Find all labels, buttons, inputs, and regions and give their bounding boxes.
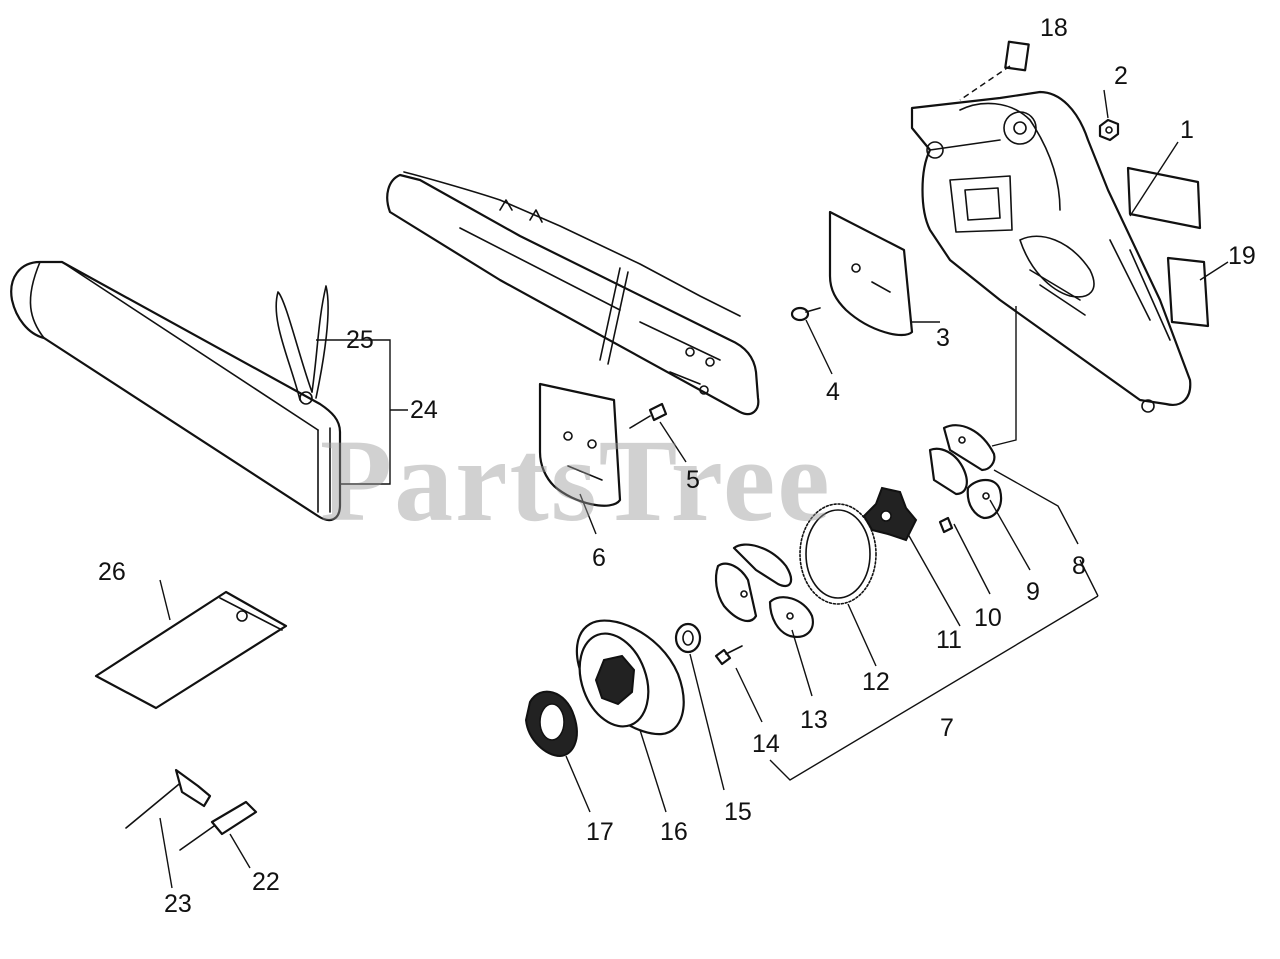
part-16-clutch-drum[interactable] <box>568 619 685 736</box>
callout-17: 17 <box>586 818 614 846</box>
part-17-sprocket-rim[interactable] <box>524 690 578 758</box>
callout-25: 25 <box>346 326 374 354</box>
callout-18: 18 <box>1040 14 1068 42</box>
callout-26: 26 <box>98 558 126 586</box>
callout-9: 9 <box>1026 578 1040 606</box>
part-1-label[interactable] <box>1126 166 1202 230</box>
callout-23: 23 <box>164 890 192 918</box>
callout-7: 7 <box>940 714 954 742</box>
callout-8: 8 <box>1072 552 1086 580</box>
callout-11: 11 <box>936 626 962 654</box>
callout-15: 15 <box>724 798 752 826</box>
callout-13: 13 <box>800 706 828 734</box>
part-11-clutch-hub[interactable] <box>862 486 918 542</box>
part-24-scabbard[interactable] <box>10 260 342 522</box>
part-19-label[interactable] <box>1166 256 1210 328</box>
callout-5: 5 <box>686 466 700 494</box>
callout-labels: 1 2 3 4 5 6 7 8 9 10 11 12 13 14 15 16 1… <box>98 14 1256 918</box>
part-25-cord[interactable] <box>275 285 329 405</box>
part-9-spring[interactable] <box>928 447 1003 520</box>
callout-10: 10 <box>974 604 1002 632</box>
callout-12: 12 <box>862 668 890 696</box>
callout-6: 6 <box>592 544 606 572</box>
part-22-screwdriver[interactable] <box>179 800 258 851</box>
part-10-screw[interactable] <box>938 516 954 534</box>
part-8-clutch-plate[interactable] <box>942 424 996 472</box>
part-26-tool-bag[interactable] <box>94 590 288 710</box>
part-4-bolt[interactable] <box>790 306 821 322</box>
leader-lines <box>159 65 1229 889</box>
part-12-spring-ring[interactable] <box>799 503 877 605</box>
callout-4: 4 <box>826 378 840 406</box>
part-15-bearing[interactable] <box>674 622 702 654</box>
part-6-plate[interactable] <box>538 382 622 507</box>
guide-bar-chain <box>386 171 760 416</box>
callout-22: 22 <box>252 868 280 896</box>
callout-16: 16 <box>660 818 688 846</box>
callout-1: 1 <box>1180 116 1194 144</box>
watermark: PartsTree <box>320 415 832 546</box>
part-5-bolt[interactable] <box>629 402 668 429</box>
part-18-label[interactable] <box>1004 40 1030 72</box>
part-2-nut[interactable] <box>1098 118 1120 142</box>
callout-3: 3 <box>936 324 950 352</box>
sprocket-cover-housing <box>910 90 1192 413</box>
part-13-clutch-shoes[interactable] <box>714 543 814 638</box>
callout-19: 19 <box>1228 242 1256 270</box>
part-14-screw[interactable] <box>714 645 743 666</box>
part-3-side-plate[interactable] <box>828 210 914 337</box>
callout-24: 24 <box>410 396 438 424</box>
part-23-wrench[interactable] <box>125 768 212 829</box>
callout-2: 2 <box>1114 62 1128 90</box>
callout-14: 14 <box>752 730 780 758</box>
